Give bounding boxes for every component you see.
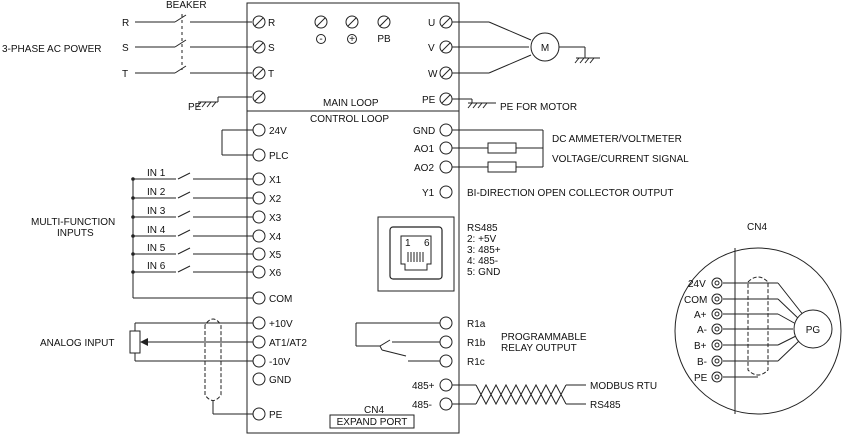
terminal-plus10v-label: +10V	[269, 319, 293, 330]
dc-bus-terminals	[314, 15, 391, 44]
meter-label: DC AMMETER/VOLTMETER	[552, 134, 682, 145]
rs485-pin-6: 6	[424, 238, 430, 249]
phase-r-label: R	[122, 18, 129, 29]
bus-minus-label: -	[319, 34, 322, 45]
encoder-pin-pe: PE	[694, 373, 708, 384]
bus-pb-label: PB	[377, 34, 391, 45]
phase-s-label: S	[122, 43, 129, 54]
analog-input-label: ANALOG INPUT	[40, 338, 114, 349]
motor-label: M	[541, 43, 549, 54]
terminal-gnd-out-label: GND	[413, 126, 435, 137]
terminal-ao2-label: AO2	[414, 163, 434, 174]
motor-wiring	[452, 21, 600, 109]
encoder-connector	[674, 247, 842, 415]
switch-in2-label: IN 2	[147, 187, 166, 198]
power-input-wiring	[135, 14, 252, 108]
modbus-label: MODBUS RTU	[590, 381, 657, 392]
output-terminals	[439, 15, 453, 106]
encoder-pin-24v: 24V	[688, 279, 706, 290]
encoder-pin-a-plus: A+	[694, 310, 707, 321]
pg-device-label: PG	[806, 325, 821, 336]
terminal-at1-label: AT1/AT2	[269, 338, 307, 349]
modbus-wiring	[439, 378, 586, 411]
terminal-x3-label: X3	[269, 213, 282, 224]
rs485-pin-5: 5: GND	[467, 267, 500, 278]
terminal-485plus-label: 485+	[412, 381, 435, 392]
terminal-x5-label: X5	[269, 250, 282, 261]
ac-power-label: 3-PHASE AC POWER	[2, 44, 101, 55]
pe-input-label: PE	[188, 102, 202, 113]
inputs-label: INPUTS	[57, 228, 94, 239]
pe-motor-label: PE FOR MOTOR	[500, 102, 577, 113]
rs485-pin-1: 1	[405, 238, 411, 249]
terminal-minus10v-label: -10V	[269, 357, 290, 368]
modbus-rs485-label: RS485	[590, 400, 621, 411]
relay-label-2: RELAY OUTPUT	[501, 343, 577, 354]
switch-in5-label: IN 5	[147, 243, 166, 254]
terminal-x1-label: X1	[269, 175, 282, 186]
multi-function-label: MULTI-FUNCTION	[31, 217, 115, 228]
relay-contacts	[355, 316, 453, 368]
motor-symbol	[530, 32, 560, 62]
signal-label: VOLTAGE/CURRENT SIGNAL	[552, 154, 689, 165]
terminal-com-label: COM	[269, 294, 292, 305]
terminal-x6-label: X6	[269, 268, 282, 279]
terminal-485minus-label: 485-	[412, 400, 432, 411]
switch-in3-label: IN 3	[147, 206, 166, 217]
switch-in4-label: IN 4	[147, 225, 166, 236]
terminal-24v-label: 24V	[269, 126, 287, 137]
expand-port-box	[329, 414, 415, 429]
terminal-gnd-label: GND	[269, 375, 291, 386]
encoder-cn4-title: CN4	[747, 222, 767, 233]
encoder-pin-b-minus: B-	[697, 357, 707, 368]
terminal-x4-label: X4	[269, 232, 282, 243]
terminal-t-label: T	[268, 69, 274, 80]
terminal-pe-analog-label: PE	[269, 410, 283, 421]
terminal-x2-label: X2	[269, 194, 282, 205]
terminal-r1b-label: R1b	[467, 338, 486, 349]
terminal-r1c-label: R1c	[467, 357, 485, 368]
terminal-v-label: V	[428, 43, 435, 54]
terminal-r-label: R	[268, 18, 275, 29]
terminal-r1a-label: R1a	[467, 319, 486, 330]
terminal-s-label: S	[268, 43, 275, 54]
switch-in1-label: IN 1	[147, 168, 166, 179]
switch-in6-label: IN 6	[147, 261, 166, 272]
input-terminals	[252, 15, 266, 104]
bus-plus-label: +	[349, 34, 355, 45]
control-loop-label: CONTROL LOOP	[310, 114, 389, 125]
terminal-plc-label: PLC	[269, 151, 288, 162]
encoder-pin-com: COM	[684, 295, 707, 306]
relay-label-1: PROGRAMMABLE	[501, 332, 587, 343]
terminal-ao1-label: AO1	[414, 144, 434, 155]
rs485-jack	[377, 216, 455, 292]
analog-wiring	[129, 316, 266, 421]
expand-port-label: EXPAND PORT	[337, 417, 408, 428]
input-switches	[131, 172, 266, 305]
y1-description: BI-DIRECTION OPEN COLLECTOR OUTPUT	[467, 188, 674, 199]
encoder-pin-a-minus: A-	[697, 325, 707, 336]
breaker-label: BEAKER	[166, 0, 207, 11]
rs485-pin-3: 3: 485+	[467, 245, 501, 256]
expand-cn4-label: CN4	[364, 405, 384, 416]
phase-t-label: T	[122, 69, 128, 80]
rs485-pin-4: 4: 485-	[467, 256, 498, 267]
main-loop-label: MAIN LOOP	[323, 98, 379, 109]
terminal-pe-label: PE	[422, 95, 436, 106]
encoder-pin-b-plus: B+	[694, 341, 707, 352]
terminal-w-label: W	[428, 69, 438, 80]
terminal-u-label: U	[428, 18, 435, 29]
analog-outputs	[439, 123, 544, 199]
terminal-y1-label: Y1	[422, 188, 435, 199]
rs485-pin-2: 2: +5V	[467, 234, 497, 245]
rs485-title: RS485	[467, 223, 498, 234]
plc-jumper	[221, 123, 266, 162]
